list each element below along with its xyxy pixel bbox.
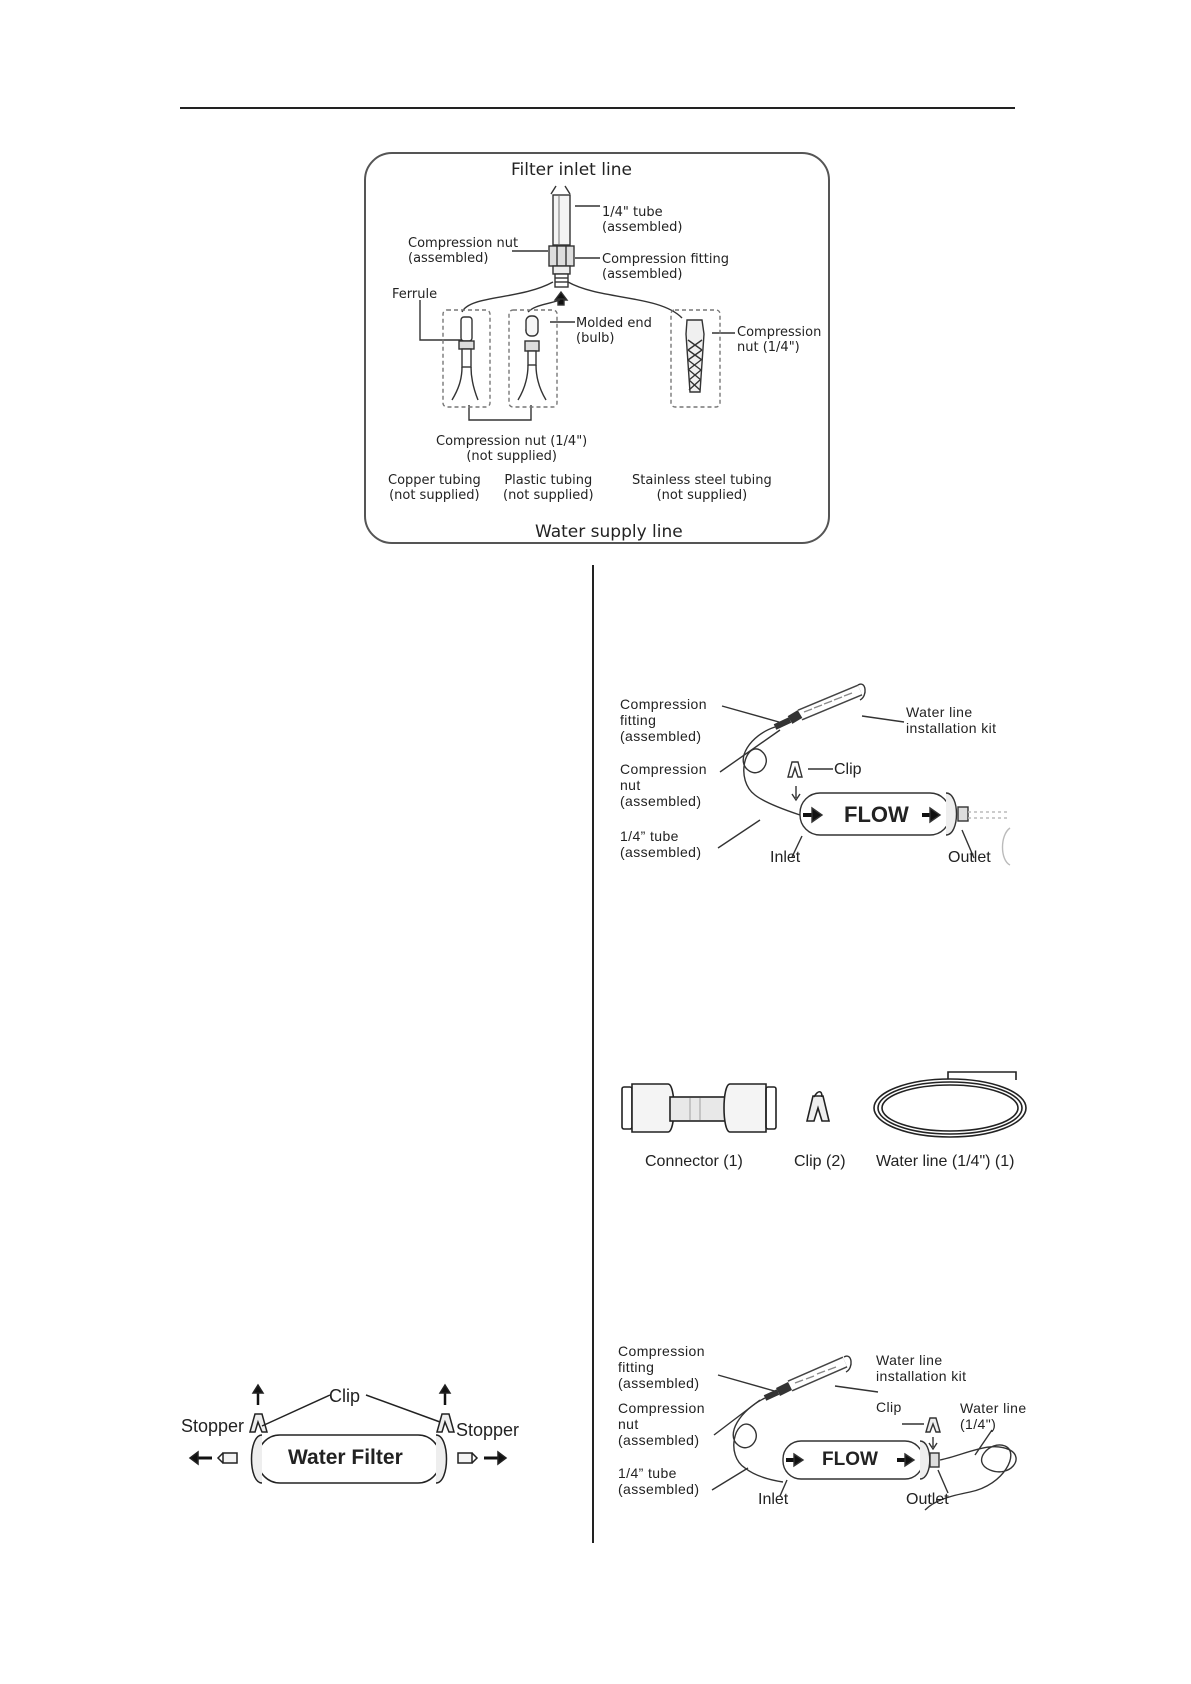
- compression-fitting-label-5: Compression fitting (assembled): [618, 1343, 705, 1391]
- tube-label: 1/4" tube (assembled): [602, 205, 683, 235]
- column-divider: [592, 565, 594, 1543]
- water-supply-line-title: Water supply line: [535, 522, 683, 542]
- compression-nut-label-2: Compression nut (assembled): [620, 761, 707, 809]
- flow-label-5: FLOW: [822, 1449, 878, 1470]
- clip-label-4: Clip: [329, 1386, 361, 1406]
- installation-kit-label-2: Water line installation kit: [906, 704, 997, 736]
- copper-tubing-label: Copper tubing (not supplied): [388, 473, 481, 503]
- clip-label-2: Clip: [834, 761, 862, 778]
- ferrule-label: Ferrule: [392, 287, 438, 302]
- flow-label-2: FLOW: [844, 802, 909, 827]
- compression-fitting-label: Compression fitting (assembled): [602, 252, 729, 282]
- inlet-label-2: Inlet: [770, 849, 801, 866]
- connector-label: Connector (1): [645, 1153, 743, 1170]
- plastic-tubing-label: Plastic tubing (not supplied): [503, 473, 594, 503]
- water-filter-label: Water Filter: [288, 1446, 403, 1469]
- clip-count-label: Clip (2): [794, 1153, 846, 1170]
- quarter-tube-label-2: 1/4” tube (assembled): [620, 828, 702, 860]
- installation-kit-label-5: Water line installation kit: [876, 1352, 967, 1384]
- outlet-label-2: Outlet: [948, 849, 991, 866]
- stopper-right-label: Stopper: [456, 1420, 520, 1440]
- inlet-label-5: Inlet: [758, 1491, 789, 1508]
- compression-nut-not-supplied-label: Compression nut (1/4") (not supplied): [436, 434, 588, 464]
- supply-line-diagram-panel: [364, 152, 830, 544]
- water-line-label-5: Water line (1/4"): [960, 1400, 1027, 1432]
- molded-end-label: Molded end (bulb): [576, 316, 652, 346]
- compression-nut-assembled-label: Compression nut (assembled): [408, 236, 519, 266]
- clip-label-5: Clip: [876, 1399, 902, 1415]
- stainless-tubing-label: Stainless steel tubing (not supplied): [632, 473, 772, 503]
- outlet-label-5: Outlet: [906, 1491, 949, 1508]
- compression-nut-label-5: Compression nut (assembled): [618, 1400, 705, 1448]
- compression-fitting-label-2: Compression fitting (assembled): [620, 696, 707, 744]
- water-line-count-label: Water line (1/4") (1): [876, 1153, 1015, 1170]
- compression-nut-quarter-label: Compression nut (1/4"): [737, 325, 822, 355]
- filter-inlet-line-title: Filter inlet line: [511, 160, 632, 180]
- top-rule: [180, 107, 1015, 109]
- stopper-left-label: Stopper: [181, 1416, 245, 1436]
- quarter-tube-label-5: 1/4” tube (assembled): [618, 1465, 700, 1497]
